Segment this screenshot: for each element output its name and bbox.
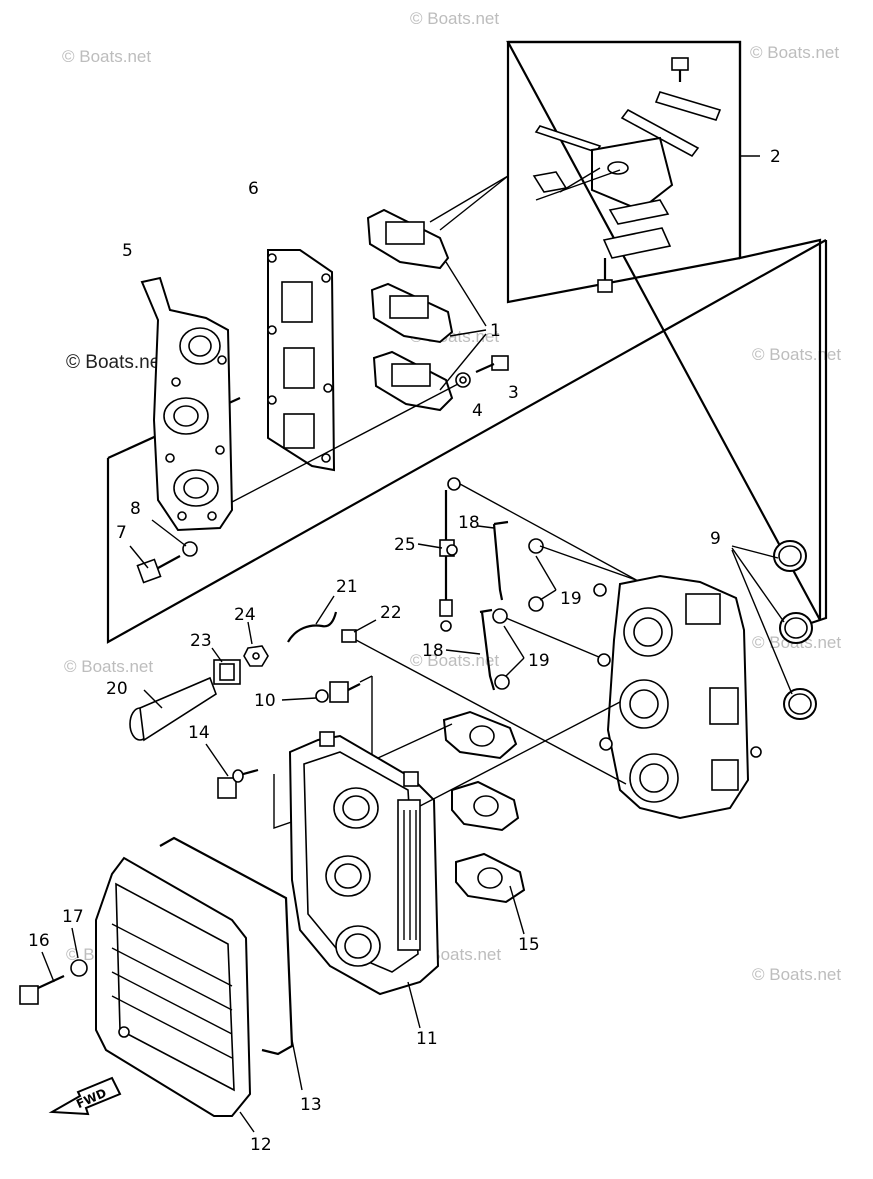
callout-10: 10	[254, 691, 276, 711]
watermark: © Boats.net	[66, 352, 166, 373]
callout-4: 4	[472, 401, 483, 421]
collar	[213, 659, 241, 685]
watermark: © Boats.net	[64, 657, 153, 676]
callout-19b: 19	[528, 651, 550, 671]
callout-6: 6	[248, 179, 259, 199]
callout-18b: 18	[422, 641, 444, 661]
callout-15: 15	[518, 935, 540, 955]
callout-7: 7	[116, 523, 127, 543]
watermark: © Boats.net	[410, 651, 499, 670]
shaft	[129, 676, 217, 742]
washer	[455, 372, 471, 388]
washer	[70, 959, 88, 977]
callout-3: 3	[508, 383, 519, 403]
o-ring	[773, 540, 807, 572]
reed-valve-detail-box	[506, 40, 822, 621]
watermark: © Boats.net	[750, 43, 839, 62]
watermark: © Boats.net	[752, 965, 841, 984]
callout-23: 23	[190, 631, 212, 651]
callout-13: 13	[300, 1095, 322, 1115]
manifold-plate	[140, 276, 234, 532]
callout-1: 1	[490, 321, 501, 341]
callout-25: 25	[394, 535, 416, 555]
callout-14: 14	[188, 723, 210, 743]
clip	[492, 538, 544, 690]
callout-5: 5	[122, 241, 133, 261]
nut	[243, 645, 269, 667]
callout-16: 16	[28, 931, 50, 951]
callout-2: 2	[770, 147, 781, 167]
bolt	[19, 975, 65, 1005]
callout-9: 9	[710, 529, 721, 549]
bolt	[315, 681, 361, 703]
silencer-cover	[95, 856, 252, 1117]
gasket	[267, 249, 336, 472]
bolt	[475, 355, 509, 374]
watermark: © Boats.net	[410, 9, 499, 28]
bolt	[136, 555, 181, 584]
intake-silencer	[288, 731, 440, 996]
o-ring	[783, 688, 817, 720]
reed-valve	[370, 282, 454, 344]
callout-8: 8	[130, 499, 141, 519]
callout-24: 24	[234, 605, 256, 625]
plug	[341, 629, 357, 643]
screw	[597, 258, 613, 293]
carburetor	[593, 574, 762, 820]
o-ring	[779, 612, 813, 644]
callout-20: 20	[106, 679, 128, 699]
callout-18a: 18	[458, 513, 480, 533]
reed-valve	[372, 350, 454, 412]
washer	[182, 541, 198, 557]
bolt	[217, 768, 259, 799]
watermark: © Boats.net	[62, 47, 151, 66]
gasket	[442, 710, 526, 904]
fwd-arrow-icon: FWD	[48, 1076, 122, 1116]
callout-17: 17	[62, 907, 84, 927]
watermark: © Boats.net	[752, 345, 841, 364]
callout-21: 21	[336, 577, 358, 597]
callout-19a: 19	[560, 589, 582, 609]
reed-valve	[366, 208, 450, 270]
link-rod	[439, 477, 461, 632]
callout-12: 12	[250, 1135, 272, 1155]
callout-11: 11	[416, 1029, 438, 1049]
callout-22: 22	[380, 603, 402, 623]
callouts: 1 2 3 4 5 6 7 8 9 10 11 12 13 14 15 16 1…	[28, 147, 781, 1155]
screw	[671, 57, 689, 82]
